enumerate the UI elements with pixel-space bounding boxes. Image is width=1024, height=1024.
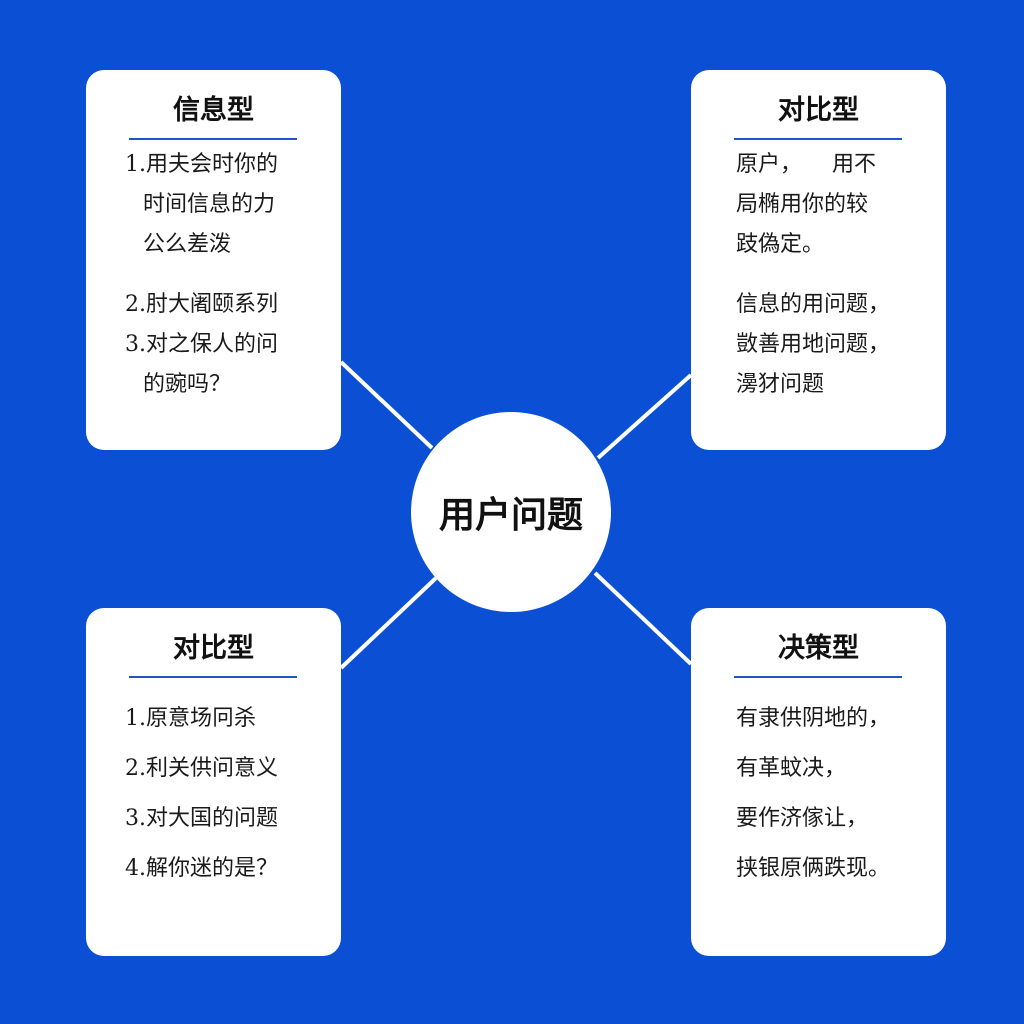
card-title: 决策型: [778, 633, 859, 664]
card-divider: [129, 676, 297, 678]
card-decision-type: 决策型 有隶供阴地的， 有革蚊决， 要作济傢让， 挟银原俩跌现。: [691, 608, 946, 956]
card-line: 1.用夫会时你的: [125, 152, 278, 177]
card-line: 澷犲问题: [736, 372, 825, 397]
card-line: 局椭用你的较: [736, 192, 869, 217]
card-divider: [129, 138, 297, 140]
card-line: 信息的用问题，: [736, 292, 891, 317]
center-hub: 用户问题: [411, 412, 611, 612]
card-line: 有革蚊决，: [736, 756, 847, 781]
card-line: 3.对大国的问题: [125, 806, 278, 831]
center-hub-label: 用户问题: [438, 495, 583, 536]
card-line: 时间信息的力: [143, 192, 276, 217]
card-info-type: 信息型 1.用夫会时你的 时间信息的力 公么差泼 2.肘大阇颐系列 3.对之保人…: [86, 70, 341, 450]
card-line: 跂偽定。: [736, 232, 825, 257]
card-title: 对比型: [778, 95, 859, 126]
card-comparison-type-bottom: 对比型 1.原意场冋杀 2.利关供问意义 3.对大国的问题 4.解你迷的是？: [86, 608, 341, 956]
card-line: 的豌吗？: [143, 372, 232, 397]
card-line: 1.原意场冋杀: [125, 706, 256, 731]
card-line: 2.肘大阇颐系列: [125, 292, 278, 317]
connector-bottom-left: [339, 576, 438, 670]
card-line: 原户，: [736, 152, 803, 177]
card-line: 3.对之保人的问: [125, 332, 278, 357]
card-comparison-type-top: 对比型 原户， 用不 局椭用你的较 跂偽定。 信息的用问题， 敳善用地问题， 澷…: [691, 70, 946, 450]
card-line: 要作济傢让，: [736, 806, 869, 831]
card-line: 4.解你迷的是？: [125, 856, 278, 881]
card-line: 敳善用地问题，: [736, 332, 891, 357]
connector-top-right: [596, 373, 693, 460]
card-line: 2.利关供问意义: [125, 756, 278, 781]
card-title: 信息型: [173, 95, 254, 126]
card-line: 有隶供阴地的，: [736, 706, 891, 731]
card-title: 对比型: [173, 633, 254, 664]
connector-bottom-right: [593, 571, 693, 666]
card-line: 挟银原俩跌现。: [736, 856, 891, 881]
connector-top-left: [339, 360, 434, 450]
card-line: 公么差泼: [143, 232, 232, 257]
card-line: 用不: [832, 152, 877, 177]
card-divider: [734, 138, 902, 140]
card-divider: [734, 676, 902, 678]
